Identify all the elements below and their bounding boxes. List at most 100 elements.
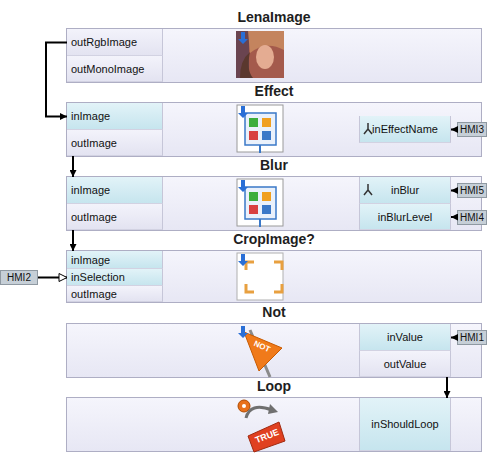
output-port: outRgbImage	[67, 29, 163, 56]
icon-stick	[250, 330, 270, 377]
blur-icon	[237, 179, 283, 227]
true-tag	[248, 422, 285, 452]
hmi-tag: HMI2	[0, 270, 38, 285]
output-port: outImage	[67, 204, 163, 230]
fork-symbol	[364, 184, 372, 195]
effect-icon	[237, 105, 283, 153]
icon-panel	[245, 113, 276, 145]
icon-square	[249, 205, 258, 214]
hmi-tag: HMI5	[457, 183, 487, 198]
input-port: inSelection	[67, 269, 163, 286]
port-name: outImage	[67, 211, 117, 223]
input-arrow-icon	[238, 106, 248, 118]
lena-thumbnail	[236, 31, 284, 78]
data-wire	[38, 277, 67, 279]
hmi-tag: HMI1	[457, 330, 487, 345]
port-name: inBlurLevel	[378, 211, 432, 223]
icon-wire	[259, 145, 261, 153]
port-name: outRgbImage	[67, 36, 137, 48]
icon-wire	[259, 219, 261, 227]
input-port: inValue	[359, 324, 451, 351]
port-name: inImage	[67, 254, 110, 266]
input-port: inImage	[67, 103, 163, 130]
input-port: inImage	[67, 251, 163, 269]
input-port: inEffectName	[359, 116, 451, 143]
hmi-label: HMI3	[460, 124, 484, 135]
input-arrow-icon	[238, 326, 248, 338]
input-arrow-icon	[238, 32, 248, 44]
loop-icon	[238, 400, 285, 452]
port-name: outMonoImage	[67, 63, 144, 75]
not-triangle	[244, 332, 282, 371]
output-port: outMonoImage	[67, 56, 163, 82]
port-name: outValue	[384, 358, 427, 370]
loop-arrow-head	[268, 404, 278, 414]
port-name: inEffectName	[372, 123, 438, 135]
data-wire	[46, 43, 67, 117]
input-port: inBlur	[359, 177, 451, 204]
data-wire	[451, 190, 457, 192]
data-wire	[451, 216, 457, 218]
icon-square	[262, 118, 271, 127]
hmi-label: HMI5	[460, 185, 484, 196]
output-port: outImage	[67, 130, 163, 156]
icon-frame	[237, 105, 283, 152]
port-name: inImage	[67, 184, 110, 196]
gear-hole	[242, 404, 246, 408]
icon-square	[249, 192, 258, 201]
icon-square	[262, 131, 271, 140]
photo-hat	[248, 31, 284, 53]
port-name: outImage	[67, 288, 117, 300]
data-wire	[451, 337, 457, 339]
port-name: outImage	[67, 137, 117, 149]
port-name: inSelection	[67, 271, 125, 283]
block-title: Loop	[67, 378, 481, 394]
hmi-label: HMI1	[460, 332, 484, 343]
filter-block: CropImage?inImageinSelectionoutImage	[66, 250, 482, 303]
block-title: CropImage?	[67, 231, 481, 247]
data-wire	[446, 377, 448, 398]
block-title: Blur	[67, 157, 481, 173]
data-wire	[72, 156, 74, 177]
photo-face	[256, 45, 274, 69]
filter-block: LenaImageoutRgbImageoutMonoImage	[66, 28, 482, 83]
output-port: outValue	[359, 351, 451, 377]
gear-symbol	[238, 400, 250, 412]
input-arrow-icon	[238, 254, 248, 266]
crop-icon	[237, 253, 283, 300]
data-wire	[72, 230, 74, 251]
hmi-tag: HMI3	[457, 122, 487, 137]
hmi-label: HMI4	[460, 212, 484, 223]
port-name: inValue	[387, 331, 423, 343]
port-name: inImage	[67, 110, 110, 122]
fork-symbol	[364, 123, 372, 134]
filter-block: NotinValueoutValue	[66, 323, 482, 378]
filter-block: LoopinShouldLoop	[66, 397, 482, 452]
input-port: inShouldLoop	[359, 398, 451, 451]
icon-frame	[237, 253, 283, 300]
not-icon	[238, 326, 282, 377]
input-port: inBlurLevel	[359, 204, 451, 230]
input-port: inImage	[67, 177, 163, 204]
data-wire	[451, 129, 457, 131]
hmi-label: HMI2	[7, 272, 31, 283]
crop-corners	[246, 262, 282, 292]
photo-background	[236, 31, 284, 78]
loop-arrow	[246, 407, 272, 418]
photo-hair	[240, 52, 253, 78]
hmi-tag: HMI4	[457, 210, 487, 225]
icon-square	[262, 192, 271, 201]
filter-block: EffectinImageoutImageinEffectName	[66, 102, 482, 157]
icon-square	[262, 205, 271, 214]
icon-frame	[237, 179, 283, 226]
icon-panel	[245, 187, 276, 219]
block-title: LenaImage	[67, 9, 481, 25]
block-title: Effect	[67, 83, 481, 99]
input-arrow-icon	[238, 180, 248, 192]
block-title: Not	[67, 304, 481, 320]
port-name: inBlur	[391, 184, 419, 196]
output-port: outImage	[67, 286, 163, 302]
photo-shadow	[236, 31, 249, 78]
